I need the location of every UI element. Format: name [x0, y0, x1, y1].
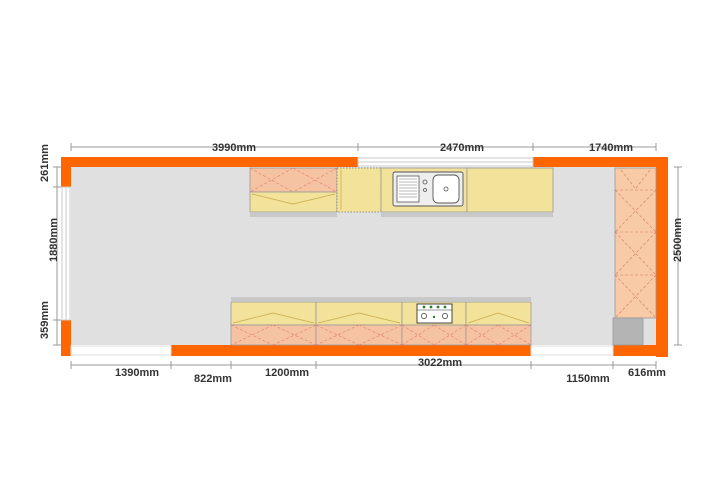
window-left: [61, 186, 71, 321]
bottom-cabinet-run: [230, 297, 532, 346]
opening-bottom-left: [70, 345, 172, 356]
dim-left-top: 261mm: [39, 144, 51, 182]
sink-icon: [392, 171, 464, 207]
top-cabinet-2: [336, 167, 382, 213]
dim-top-left: 3990mm: [212, 142, 256, 154]
top-cabinet-run: [249, 167, 554, 217]
bottom-base-cabinet-2: [315, 324, 403, 346]
wall-top-left: [61, 157, 358, 167]
cooktop-icon: [416, 303, 453, 324]
tall-cabinet-column: [612, 167, 657, 346]
dim-bottom-2: 822mm: [194, 373, 232, 385]
dimension-lines: [53, 143, 682, 369]
bottom-countertop-1: [230, 301, 317, 326]
top-cabinet-4: [466, 167, 554, 213]
bottom-base-cabinet-4: [465, 324, 532, 346]
tall-cabinets: [614, 167, 657, 319]
wall-bottom-middle: [171, 345, 531, 356]
dim-top-right: 1740mm: [589, 142, 633, 154]
dim-bottom-1: 1390mm: [115, 367, 159, 379]
dim-left-middle: 1880mm: [48, 218, 60, 262]
wall-right: [656, 157, 668, 357]
wall-bottom-right: [613, 345, 668, 356]
bottom-countertop-2: [315, 301, 403, 326]
bottom-base-cabinet-1: [230, 324, 317, 346]
dim-right: 2500mm: [672, 218, 684, 262]
wall-left-upper: [61, 157, 71, 187]
dim-top-middle: 2470mm: [440, 142, 484, 154]
opening-bottom-right: [530, 345, 614, 356]
dim-bottom-4: 3022mm: [418, 357, 462, 369]
dim-left-bottom: 359mm: [39, 301, 51, 339]
appliance: [612, 317, 644, 346]
wall-top-right: [533, 157, 668, 167]
dim-bottom-3: 1200mm: [265, 367, 309, 379]
wall-left-lower: [61, 320, 71, 356]
top-countertop-1: [249, 191, 338, 213]
window-top: [357, 157, 534, 167]
walls: [61, 157, 668, 357]
bottom-base-cabinet-3: [401, 324, 467, 346]
dim-bottom-5: 1150mm: [566, 373, 610, 385]
dim-bottom-6: 616mm: [628, 367, 666, 379]
dimension-labels: 3990mm 2470mm 1740mm 261mm 1880mm 359mm …: [39, 142, 684, 385]
top-base-cabinet-1: [249, 167, 338, 193]
